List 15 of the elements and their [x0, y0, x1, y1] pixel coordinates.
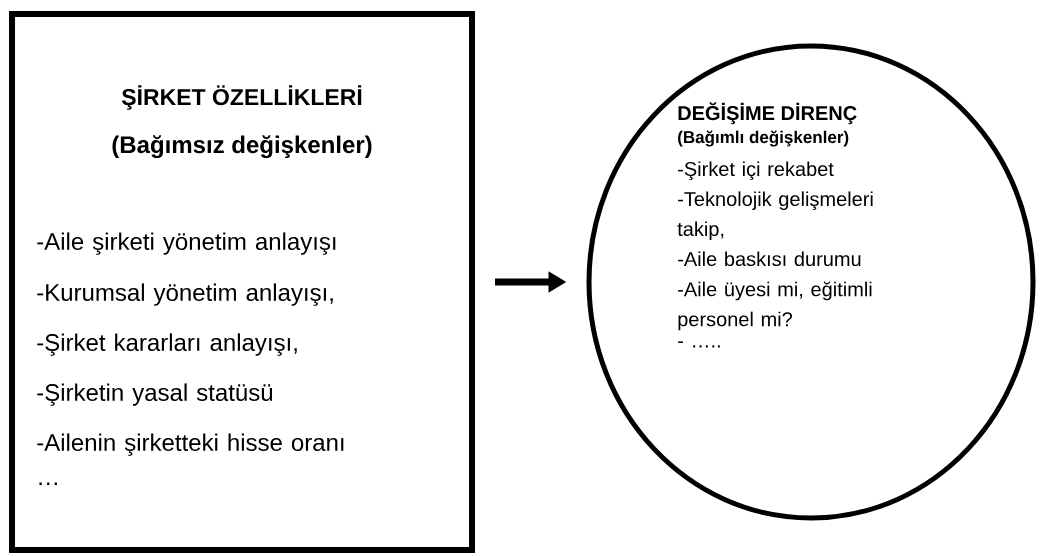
list-item: - ….. — [678, 341, 720, 348]
list-item: -Şirketin yasal statüsü — [37, 383, 273, 406]
list-item: -Şirket içi rekabet — [678, 161, 834, 181]
list-item: -Aile şirketi yönetim anlayışı — [37, 232, 336, 255]
list-item: -Şirket kararları anlayışı, — [37, 333, 297, 356]
list-item: -Ailenin şirketteki hisse oranı — [37, 433, 344, 456]
heading: DEĞİŞİME DİRENÇ — [678, 102, 857, 125]
heading: ŞİRKET ÖZELLİKLERİ — [121, 85, 362, 110]
list-item: -Aile baskısı durumu — [678, 251, 861, 267]
heading: (Bağımsız değişkenler) — [112, 135, 372, 159]
list-item: -Kurumsal yönetim anlayışı, — [37, 283, 333, 306]
list-item: -Aile üyesi mi, eğitimli personel mi? — [678, 281, 872, 331]
heading: (Bağımlı değişkenler) — [678, 130, 849, 147]
list-item: … — [39, 482, 57, 485]
list-item: -Teknolojik gelişmeleri takip, — [677, 191, 873, 241]
